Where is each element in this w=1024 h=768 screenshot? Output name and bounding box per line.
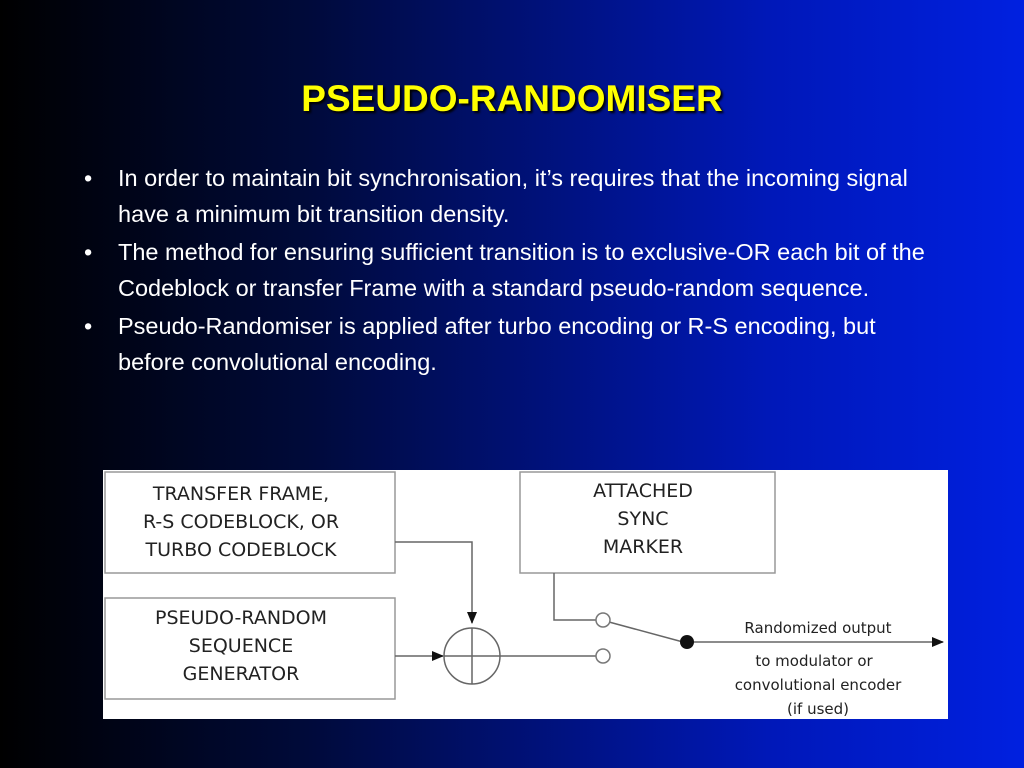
frame-box-line: TRANSFER FRAME, (152, 483, 329, 505)
switch-contact-asm (595, 612, 611, 628)
switch-arm (608, 621, 684, 643)
switch-contact-data (595, 648, 611, 664)
output-desc-line: (if used) (787, 700, 849, 718)
frame-to-xor-line (395, 541, 477, 624)
asm-box (519, 471, 776, 574)
prng-box-line: PSEUDO-RANDOM (155, 607, 327, 629)
frame-box-line: TURBO CODEBLOCK (145, 539, 337, 561)
output-desc-line: convolutional encoder (735, 676, 902, 694)
prng-box-line: SEQUENCE (189, 635, 293, 657)
xor-icon (443, 627, 501, 685)
asm-box-line: MARKER (603, 536, 683, 558)
output-label: Randomized output (744, 619, 891, 637)
asm-box-line: ATTACHED (593, 480, 693, 502)
asm-to-switch-line (553, 573, 597, 621)
randomiser-diagram: TRANSFER FRAME, R-S CODEBLOCK, OR TURBO … (103, 470, 948, 719)
frame-box-line: R-S CODEBLOCK, OR (143, 511, 339, 533)
frame-box (104, 471, 396, 574)
bullet-item: • In order to maintain bit synchronisati… (78, 160, 938, 232)
asm-box-line: SYNC (617, 508, 668, 530)
bullet-item: • The method for ensuring sufficient tra… (78, 234, 938, 306)
slide-title: PSEUDO-RANDOMISER (301, 78, 723, 119)
bullet-marker: • (84, 313, 93, 339)
bullet-item: • Pseudo-Randomiser is applied after tur… (78, 308, 938, 380)
bullet-marker: • (84, 165, 93, 191)
switch-pivot (680, 635, 694, 649)
bullet-text: Pseudo-Randomiser is applied after turbo… (118, 313, 876, 375)
bullet-marker: • (84, 239, 93, 265)
prng-box (104, 597, 396, 700)
bullet-list: • In order to maintain bit synchronisati… (78, 160, 938, 382)
output-desc-line: to modulator or (755, 652, 873, 670)
diagram-svg: TRANSFER FRAME, R-S CODEBLOCK, OR TURBO … (104, 471, 944, 718)
prng-box-line: GENERATOR (183, 663, 300, 685)
bullet-text: The method for ensuring sufficient trans… (118, 239, 925, 301)
bullet-text: In order to maintain bit synchronisation… (118, 165, 908, 227)
